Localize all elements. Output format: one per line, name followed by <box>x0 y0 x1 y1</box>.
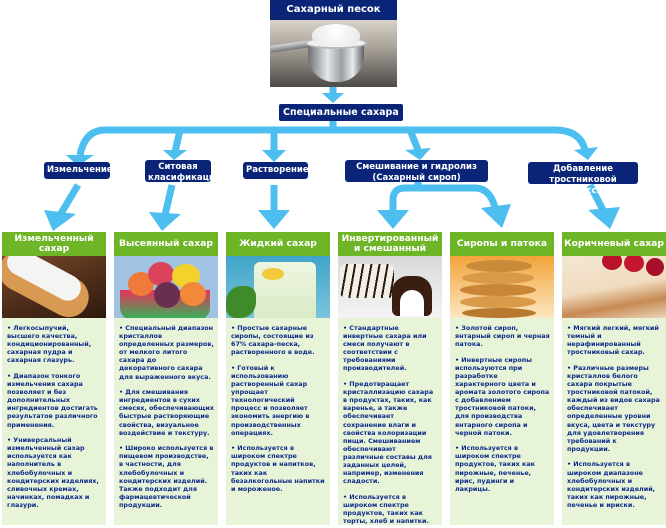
bullet: • Используется в широком спектре продукт… <box>455 444 536 493</box>
bullet: • Мягкий легкий, мягкий темный и нерафин… <box>567 324 659 357</box>
product-title: Инвертированный и смешанный <box>338 232 442 256</box>
pancake-shape <box>460 296 536 308</box>
pancake-shape <box>466 260 532 272</box>
product-column-inverted-mixed: Инвертированный и смешанный • Стандартны… <box>338 232 442 525</box>
arrowhead-product-3 <box>258 210 290 229</box>
sugar-heap-shape <box>312 24 360 46</box>
arrowhead-dissolve <box>262 150 286 162</box>
arrowhead-special <box>322 93 344 103</box>
product-column-sieved-sugar: Высеянный сахар • Специальный диапазон к… <box>114 232 218 525</box>
product-description: • Специальный диапазон кристаллов опреде… <box>114 318 218 509</box>
process-molasses: Добавление тростниковой мелассы <box>528 162 638 196</box>
product-description: • Легкосыпучий, высшего качества, кондиц… <box>2 318 106 509</box>
bullet: • Предотвращает кристаллизацию сахара в … <box>343 380 434 486</box>
arrowhead-product-6 <box>588 207 620 229</box>
raspberry-shape <box>646 258 664 276</box>
bullet: • Различные размеры кристаллов белого са… <box>567 363 660 453</box>
arrowhead-mixing <box>405 148 431 160</box>
candy-shape <box>154 282 180 308</box>
connector-bus <box>76 126 589 156</box>
granulated-sugar-node: Сахарный песок <box>270 0 397 87</box>
bullet: • Стандартные инвертные сахара или смеси… <box>343 324 427 373</box>
product-description: • Простые сахарные сиропы, состоящие из … <box>226 318 330 493</box>
bullet: • Инвертные сиропы используются при разр… <box>455 355 550 437</box>
bullet: • Широко используется в пищевом производ… <box>119 444 214 509</box>
pancake-shape <box>462 308 536 318</box>
product-description: • Стандартные инвертные сахара или смеси… <box>338 318 442 525</box>
arrowhead-molasses <box>574 147 598 160</box>
bullet: • Универсальный измельченный сахар испол… <box>7 436 99 509</box>
arrowhead-grind <box>66 155 94 166</box>
connector-molasses-product <box>586 183 608 214</box>
arrowhead-product-4 <box>377 210 409 229</box>
product-title: Коричневый сахар <box>562 232 666 256</box>
product-column-brown-sugar: Коричневый сахар • Мягкий легкий, мягкий… <box>562 232 666 525</box>
arrowhead-product-2 <box>149 212 181 231</box>
process-sieving: Ситовая класификация <box>145 160 220 183</box>
arrowhead-product-1 <box>44 210 76 231</box>
striped-candy-shape <box>340 264 394 298</box>
bullet: • Используется в широком спектре продукт… <box>343 492 429 526</box>
arrowhead-sieve <box>163 150 187 160</box>
connector-bus-sieve <box>171 129 184 153</box>
product-title: Измельченный сахар <box>2 232 106 256</box>
bullet: • Специальный диапазон кристаллов опреде… <box>119 324 214 381</box>
bullet: • Готовый к использованию растворенный с… <box>231 363 310 437</box>
process-grinding: Измельчение <box>44 162 113 179</box>
lemonade-image <box>226 256 330 318</box>
bullet: • Используется в широком диапазоне хлебо… <box>567 460 656 509</box>
raspberry-shape <box>624 256 644 272</box>
bullet: • Для смешивания ингредиентов в сухих см… <box>119 388 214 437</box>
product-title: Высеянный сахар <box>114 232 218 256</box>
process-dissolving: Растворение <box>243 162 309 179</box>
lemon-shape <box>262 268 284 280</box>
connector-grind-product <box>56 183 82 217</box>
cheesecake-image <box>562 256 666 318</box>
bullet: • Легкосыпучий, высшего качества, кондиц… <box>7 324 92 365</box>
bullet: • Диапазон тонкого измельчения сахара по… <box>7 371 98 429</box>
mint-shape <box>226 286 256 318</box>
bullet: • Простые сахарные сиропы, состоящие из … <box>231 324 315 357</box>
product-description: • Золотой сироп, янтарный сироп и черная… <box>450 318 554 493</box>
candy-shape <box>180 282 206 306</box>
arrowhead-product-5 <box>481 204 511 228</box>
special-sugars-node: Специальные сахара <box>279 104 403 121</box>
product-title: Сиропы и патока <box>450 232 554 256</box>
bullet: • Золотой сироп, янтарный сироп и черная… <box>455 324 550 349</box>
product-column-ground-sugar: Измельченный сахар • Легкосыпучий, высше… <box>2 232 106 525</box>
pancake-shape <box>460 284 536 296</box>
eclair-image <box>2 256 106 318</box>
connector-sieve-product <box>161 184 176 216</box>
raspberry-shape <box>602 256 622 270</box>
connector-mixing-split <box>389 184 499 215</box>
pancake-shape <box>462 272 534 284</box>
candies-image <box>114 256 218 318</box>
sugar-pot-image <box>270 20 397 87</box>
product-description: • Мягкий легкий, мягкий темный и нерафин… <box>562 318 666 509</box>
process-mixing-hydrolysis: Смешивание и гидролиз (Сахарный сироп) <box>345 160 488 183</box>
bullet: • Используется в широком спектре продукт… <box>231 444 325 493</box>
product-column-liquid-sugar: Жидкий сахар • Простые сахарные сиропы, … <box>226 232 330 525</box>
product-column-syrups-treacle: Сиропы и патока • Золотой сироп, янтарны… <box>450 232 554 525</box>
chocolates-image <box>338 256 442 318</box>
product-title: Жидкий сахар <box>226 232 330 256</box>
connector-bus-mixing <box>406 128 422 152</box>
granulated-sugar-title: Сахарный песок <box>270 0 397 20</box>
cream-shape <box>400 290 424 316</box>
pancakes-image <box>450 256 554 318</box>
